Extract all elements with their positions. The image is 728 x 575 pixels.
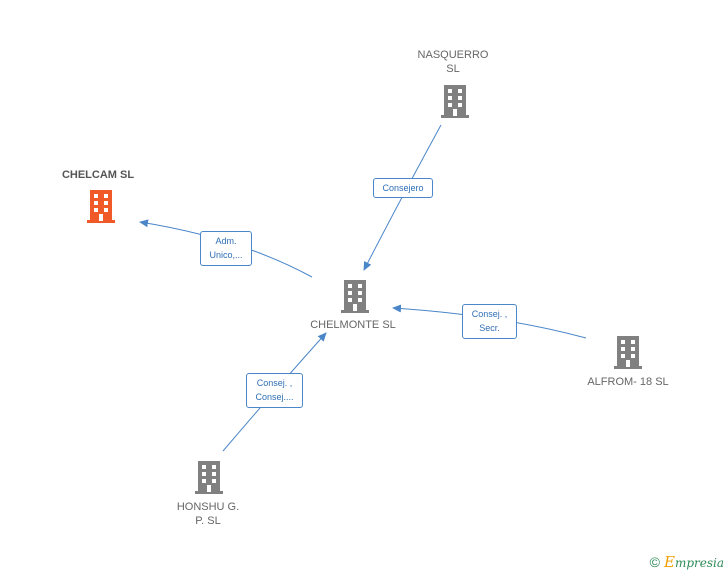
copyright-icon: ©: [649, 554, 660, 570]
edge-label-adm-unico[interactable]: Adm. Unico,...: [200, 231, 252, 266]
node-label-alfrom[interactable]: ALFROM- 18 SL: [570, 375, 686, 389]
brand-initial: E: [663, 553, 675, 571]
building-icon[interactable]: [440, 84, 470, 118]
building-icon[interactable]: [194, 460, 224, 494]
edge-label-line: Consejero: [382, 183, 424, 193]
node-label-line: CHELCAM SL: [61, 169, 135, 181]
node-label-line: HONSHU G.: [176, 501, 240, 513]
building-icon-highlighted[interactable]: [86, 189, 116, 223]
edge-label-line: Secr.: [479, 323, 500, 333]
edge-label-line: Adm.: [215, 236, 237, 246]
edge-label-line: Consej. ,: [471, 309, 508, 319]
brand-name: mpresia: [674, 556, 724, 570]
edge-label-consejero[interactable]: Consejero: [373, 178, 433, 198]
footer-brand: ©Empresia: [650, 553, 724, 571]
node-label-chelcam[interactable]: CHELCAM SL: [38, 168, 158, 182]
node-label-chelmonte[interactable]: CHELMONTE SL: [293, 318, 413, 332]
node-label-honshu[interactable]: HONSHU G. P. SL: [158, 500, 258, 528]
edge-label-line: Unico,...: [209, 250, 243, 260]
building-icon[interactable]: [613, 335, 643, 369]
node-label-nasquerro[interactable]: NASQUERRO SL: [403, 48, 503, 76]
edge-label-consej-consej[interactable]: Consej. , Consej....: [246, 373, 303, 408]
node-label-line: SL: [446, 63, 460, 75]
edge-label-consej-secr[interactable]: Consej. , Secr.: [462, 304, 517, 339]
node-label-line: P. SL: [195, 515, 221, 527]
node-label-line: CHELMONTE SL: [310, 319, 396, 331]
building-icon[interactable]: [340, 279, 370, 313]
node-label-line: NASQUERRO: [417, 49, 489, 61]
edge-nasquerro-chelmonte: [363, 124, 442, 271]
node-label-line: ALFROM- 18 SL: [587, 376, 669, 388]
edge-label-line: Consej. ,: [256, 378, 293, 388]
edge-label-line: Consej....: [255, 392, 294, 402]
brand-logo[interactable]: Empresia: [663, 553, 724, 571]
